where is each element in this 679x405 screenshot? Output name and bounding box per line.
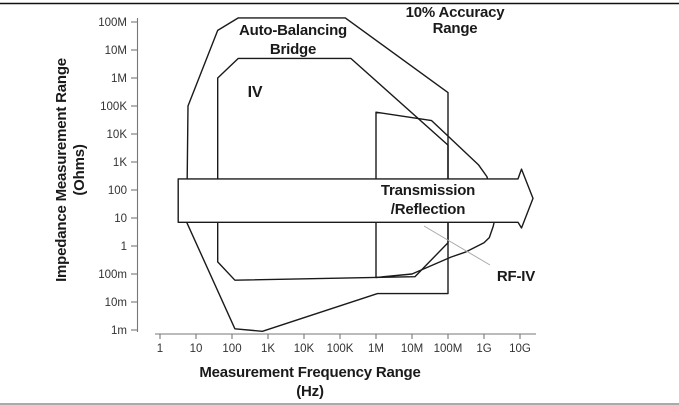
transmission-reflection-label-line1: Transmission bbox=[380, 182, 476, 199]
accuracy-range-label: 10% Accuracy Range bbox=[375, 5, 535, 37]
y-tick-label: 10 bbox=[114, 213, 127, 225]
transmission-reflection-arrow bbox=[177, 168, 534, 229]
auto-balancing-bridge-label: Auto-Balancing Bridge bbox=[203, 21, 383, 59]
x-axis-title-text: Measurement Frequency Range bbox=[199, 364, 421, 381]
auto-balancing-bridge-label-line1: Auto-Balancing bbox=[238, 22, 348, 39]
auto-balancing-bridge-label-line2: Bridge bbox=[269, 41, 317, 58]
y-tick-label: 100m bbox=[98, 269, 127, 281]
region-iv bbox=[216, 57, 449, 281]
accuracy-range-label-line1: 10% Accuracy bbox=[405, 4, 505, 21]
x-axis-unit: (Hz) bbox=[296, 383, 324, 400]
y-tick-label: 10K bbox=[107, 129, 128, 141]
rf-iv-region-label: RF-IV bbox=[486, 267, 546, 286]
rf-iv-region-label-text: RF-IV bbox=[496, 268, 536, 285]
y-tick-label: 1K bbox=[113, 157, 127, 169]
x-tick-label: 10K bbox=[294, 343, 315, 355]
rf-iv-leader-line bbox=[423, 225, 491, 266]
x-tick-label: 100K bbox=[327, 343, 354, 355]
x-tick-label: 1M bbox=[368, 343, 384, 355]
accuracy-range-label-line2: Range bbox=[432, 20, 478, 37]
y-axis-title-text: Impedance Measurement Range bbox=[53, 58, 70, 282]
y-tick-label: 100 bbox=[108, 185, 127, 197]
transmission-reflection-label: Transmission /Reflection bbox=[348, 181, 508, 219]
y-tick-label: 1m bbox=[111, 325, 127, 337]
transmission-reflection-label-line2: /Reflection bbox=[390, 201, 466, 218]
y-axis-title: Impedance Measurement Range (Ohms) bbox=[53, 20, 89, 320]
region-auto-balancing-bridge bbox=[185, 17, 449, 332]
x-tick-label: 100M bbox=[434, 343, 463, 355]
x-axis-title: Measurement Frequency Range (Hz) bbox=[160, 363, 460, 401]
y-tick-label: 10M bbox=[105, 45, 127, 57]
x-tick-label: 100 bbox=[222, 343, 241, 355]
x-tick-label: 1 bbox=[157, 343, 163, 355]
y-tick-label: 100M bbox=[98, 17, 127, 29]
y-tick-label: 10m bbox=[105, 297, 127, 309]
y-tick-label: 100K bbox=[100, 101, 127, 113]
iv-region-label-text: IV bbox=[247, 84, 263, 101]
x-tick-label: 1G bbox=[476, 343, 491, 355]
iv-region-label: IV bbox=[235, 83, 275, 102]
x-tick-label: 1K bbox=[261, 343, 275, 355]
x-tick-label: 10G bbox=[509, 343, 531, 355]
x-tick-label: 10M bbox=[401, 343, 423, 355]
y-tick-label: 1M bbox=[111, 73, 127, 85]
y-axis-unit: (Ohms) bbox=[71, 144, 88, 196]
x-tick-label: 10 bbox=[190, 343, 203, 355]
region-rf-iv bbox=[375, 111, 498, 279]
y-tick-label: 1 bbox=[121, 241, 127, 253]
